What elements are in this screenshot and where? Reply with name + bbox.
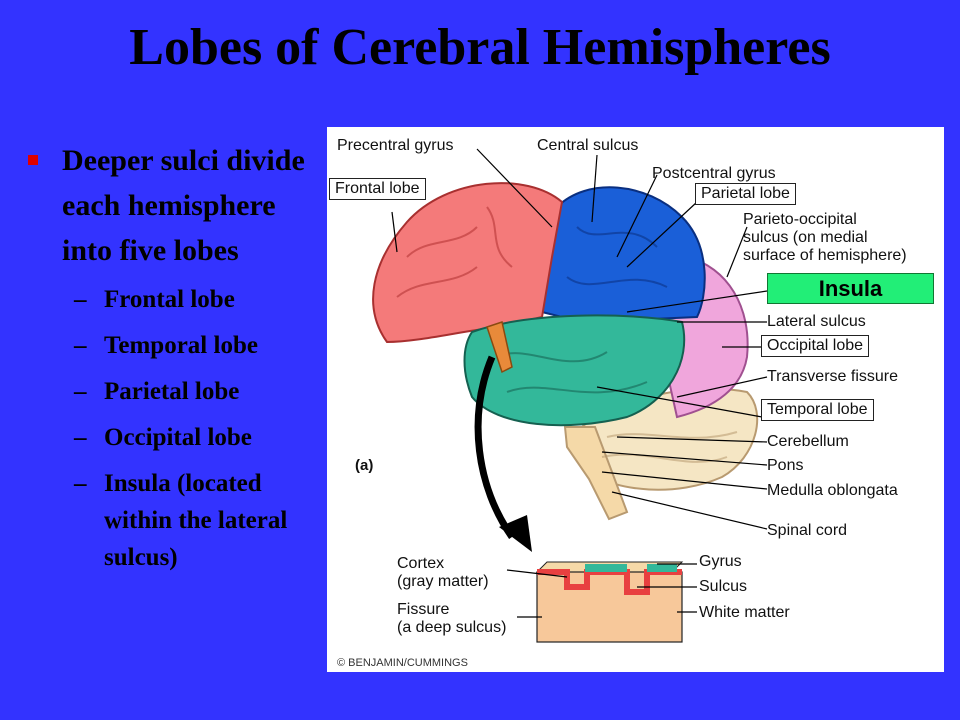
- brainstem-shape: [563, 426, 629, 521]
- label-insula: Insula: [767, 273, 934, 304]
- label-frontal-lobe: Frontal lobe: [329, 178, 426, 200]
- label-cortex-2: (gray matter): [397, 573, 489, 590]
- label-parieto-occipital-2: sulcus (on medial: [743, 229, 868, 246]
- label-sulcus: Sulcus: [699, 578, 748, 595]
- label-pons: Pons: [767, 457, 804, 474]
- label-gyrus: Gyrus: [699, 553, 742, 570]
- brain-illustration: [372, 148, 768, 643]
- label-parieto-occipital-1: Parieto-occipital: [743, 211, 857, 228]
- label-spinal-cord: Spinal cord: [767, 522, 848, 539]
- label-white-matter: White matter: [699, 604, 790, 621]
- bullet-list: Deeper sulci divide each hemisphere into…: [28, 138, 328, 576]
- label-occipital-lobe: Occipital lobe: [761, 335, 870, 357]
- label-fissure-2: (a deep sulcus): [397, 619, 507, 636]
- label-panel-a: (a): [355, 457, 374, 474]
- label-cortex-1: Cortex: [397, 555, 445, 572]
- main-bullet: Deeper sulci divide each hemisphere into…: [28, 138, 328, 273]
- brain-figure: Precentral gyrus Central sulcus Postcent…: [327, 127, 944, 672]
- label-fissure-1: Fissure: [397, 601, 450, 618]
- temporal-lobe-shape: [463, 314, 686, 427]
- main-bullet-text: Deeper sulci divide each hemisphere into…: [62, 144, 305, 267]
- sub-bullet-temporal: –Temporal lobe: [74, 332, 258, 359]
- parietal-lobe-shape: [536, 186, 706, 324]
- label-precentral-gyrus: Precentral gyrus: [337, 137, 454, 154]
- label-central-sulcus: Central sulcus: [537, 137, 639, 154]
- arrow-icon: [474, 355, 515, 540]
- sub-bullet-frontal: –Frontal lobe: [74, 286, 235, 313]
- sub-bullet-insula: –Insula (located within the lateral sulc…: [74, 470, 288, 571]
- cortex-block-shape: [535, 561, 684, 643]
- label-temporal-lobe: Temporal lobe: [761, 399, 874, 421]
- label-transverse-fissure: Transverse fissure: [767, 368, 898, 385]
- sub-bullet-occipital: –Occipital lobe: [74, 424, 252, 451]
- slide-title: Lobes of Cerebral Hemispheres: [129, 19, 831, 76]
- label-medulla: Medulla oblongata: [767, 482, 898, 499]
- sub-bullet-list: –Frontal lobe –Temporal lobe –Parietal l…: [28, 277, 328, 576]
- bullet-marker-icon: [28, 155, 38, 165]
- label-lateral-sulcus: Lateral sulcus: [767, 313, 866, 330]
- label-parietal-lobe: Parietal lobe: [695, 183, 796, 205]
- label-postcentral-gyrus: Postcentral gyrus: [652, 165, 776, 182]
- label-cerebellum: Cerebellum: [767, 433, 849, 450]
- sub-bullet-parietal: –Parietal lobe: [74, 378, 240, 405]
- insula-flap-shape: [486, 321, 513, 374]
- frontal-lobe-shape: [372, 182, 564, 344]
- copyright-text: © BENJAMIN/CUMMINGS: [337, 657, 468, 669]
- label-parieto-occipital-3: surface of hemisphere): [743, 247, 907, 264]
